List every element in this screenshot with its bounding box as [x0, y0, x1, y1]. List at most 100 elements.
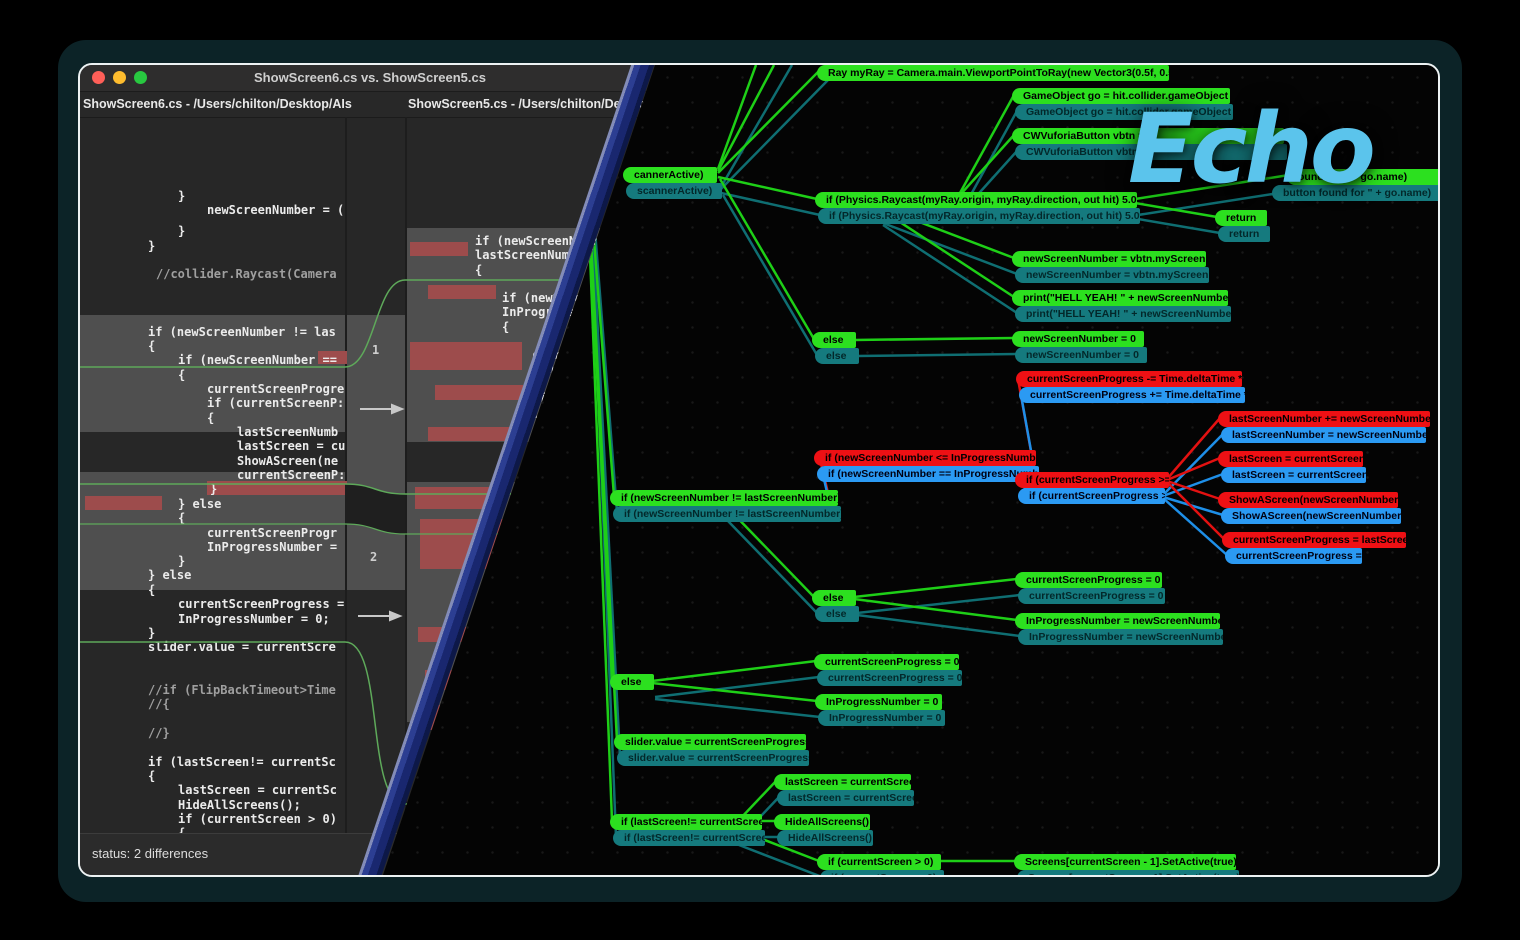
graph-node[interactable]: CWVuforiaButton vbtn =: [1012, 128, 1284, 144]
graph-node[interactable]: lastScreen = currentScreen: [1218, 451, 1363, 467]
graph-edge: [1137, 217, 1221, 235]
graph-node[interactable]: print("HELL YEAH! " + newScreenNumber): [1012, 290, 1228, 306]
graph-node[interactable]: ShowAScreen(newScreenNumber): [1221, 508, 1401, 524]
graph-node[interactable]: newScreenNumber = 0: [1015, 347, 1147, 363]
deletion-mark: [428, 427, 523, 441]
graph-node[interactable]: lastScreenNumber += newScreenNumber: [1218, 411, 1430, 427]
graph-node[interactable]: else: [812, 590, 856, 606]
graph-node[interactable]: InProgressNumber = newScreenNumber: [1015, 613, 1220, 629]
graph-node[interactable]: if (newScreenNumber == InProgressNumber): [817, 466, 1039, 482]
diff-number-badge[interactable]: 1: [372, 343, 380, 357]
echo-logo: Echo: [1128, 93, 1376, 205]
graph-node[interactable]: currentScreenProgress = 0: [1015, 572, 1162, 588]
graph-node[interactable]: else: [610, 674, 654, 690]
graph-edge: [856, 593, 1021, 615]
graph-node[interactable]: currentScreenProgress = 0: [814, 654, 959, 670]
graph-edge: [654, 697, 821, 719]
graph-node[interactable]: Screens[currentScreen - 1].SetActive(tru…: [1017, 870, 1239, 875]
graph-node[interactable]: HideAllScreens(): [774, 814, 870, 830]
code-line: }: [178, 224, 186, 238]
graph-node[interactable]: lastScreen = currentScreen: [777, 790, 914, 806]
graph-node[interactable]: currentScreenProgress = 0: [817, 670, 962, 686]
graph-node[interactable]: ound for " + go.name): [1287, 169, 1438, 185]
graph-node[interactable]: lastScreenNumber = newScreenNumber: [1221, 427, 1426, 443]
graph-node[interactable]: return: [1215, 210, 1267, 226]
graph-node[interactable]: newScreenNumber = vbtn.myScreen: [1015, 267, 1209, 283]
graph-node[interactable]: currentScreenProgress = 0: [1018, 588, 1165, 604]
code-line: if (lastScreen!= currentSc: [148, 755, 336, 769]
graph-node[interactable]: CWVuforiaButton vbtn =: [1015, 144, 1287, 160]
graph-edge: [720, 78, 830, 190]
graph-node[interactable]: if (currentScreen > 0): [817, 854, 941, 870]
graph-node[interactable]: ShowAScreen(newScreenNumber): [1218, 492, 1398, 508]
graph-node[interactable]: if (lastScreen!= currentScreen): [613, 830, 765, 846]
graph-node[interactable]: currentScreenProgress = 0: [1225, 548, 1362, 564]
graph-node[interactable]: cannerActive): [623, 167, 717, 183]
diff-number-badge[interactable]: 2: [370, 550, 378, 564]
graph-edge: [856, 613, 1021, 638]
graph-node[interactable]: currentScreenProgress += Time.deltaTime …: [1019, 387, 1245, 403]
graph-node[interactable]: else: [815, 606, 859, 622]
graph-node[interactable]: newScreenNumber = 0: [1012, 331, 1144, 347]
graph-node[interactable]: if (newScreenNumber != lastScreenNumber): [613, 506, 841, 522]
graph-edge: [716, 65, 776, 172]
code-line: {: [148, 583, 156, 597]
graph-node[interactable]: if (currentScreenProgress > 1): [1018, 488, 1165, 504]
graph-node[interactable]: newScreenNumber = vbtn.myScreen: [1012, 251, 1206, 267]
graph-node[interactable]: if (Physics.Raycast(myRay.origin, myRay.…: [818, 208, 1140, 224]
left-changed-block: [80, 315, 345, 432]
graph-node[interactable]: GameObject go = hit.collider.gameObject: [1015, 104, 1233, 120]
graph-node[interactable]: if (currentScreenProgress >= 1): [1015, 472, 1169, 488]
graph-edge: [721, 194, 819, 356]
zoom-button[interactable]: [134, 71, 147, 84]
pane-divider[interactable]: [345, 117, 347, 833]
graph-node[interactable]: print("HELL YEAH! " + newScreenNumber): [1015, 306, 1231, 322]
graph-node[interactable]: if (lastScreen!= currentScreen): [610, 814, 762, 830]
graph-edge: [856, 352, 1018, 358]
graph-node[interactable]: slider.value = currentScreenProgress: [614, 734, 806, 750]
code-line: }: [178, 189, 186, 203]
graph-edge: [719, 65, 794, 188]
code-line: lastScreen = cu: [237, 439, 346, 453]
graph-node[interactable]: currentScreenProgress = lastScreen: [1222, 532, 1406, 548]
graph-node[interactable]: if (currentScreen > 0): [820, 870, 944, 875]
deletion-mark: [435, 385, 523, 400]
deletion-mark: [410, 342, 522, 370]
code-line: {: [207, 411, 215, 425]
graph-node[interactable]: slider.value = currentScreenProgress: [617, 750, 809, 766]
minimize-button[interactable]: [113, 71, 126, 84]
gutter-changed-block: [345, 315, 405, 590]
graph-node[interactable]: if (newScreenNumber != lastScreenNumber): [610, 490, 838, 506]
code-line: lastScreenNumb: [237, 425, 339, 439]
graph-node[interactable]: Ray myRay = Camera.main.ViewportPointToR…: [817, 65, 1169, 81]
graph-node[interactable]: if (Physics.Raycast(myRay.origin, myRay.…: [815, 192, 1137, 208]
graph-edge: [1137, 189, 1293, 217]
graph-node[interactable]: scannerActive): [626, 183, 722, 199]
graph-node[interactable]: InProgressNumber = newScreenNumber: [1018, 629, 1223, 645]
close-button[interactable]: [92, 71, 105, 84]
code-line: InProgressNumber =: [207, 540, 338, 554]
graph-node[interactable]: else: [815, 348, 859, 364]
graph-node[interactable]: else: [812, 332, 856, 348]
graph-node[interactable]: lastScreen = currentScreen: [774, 774, 911, 790]
graph-node[interactable]: if (newScreenNumber <= InProgressNumber): [814, 450, 1036, 466]
graph-node[interactable]: currentScreenProgress -= Time.deltaTime …: [1016, 371, 1242, 387]
code-line: //if (FlipBackTimeout>Time: [148, 683, 336, 697]
code-line: }: [210, 482, 218, 496]
diff-ribbons: [80, 279, 640, 805]
graph-node[interactable]: button found for " + go.name): [1272, 185, 1438, 201]
graph-node[interactable]: HideAllScreens(): [777, 830, 873, 846]
graph-node[interactable]: Screens[currentScreen - 1].SetActive(tru…: [1014, 854, 1236, 870]
pane-divider[interactable]: [405, 117, 407, 833]
graph-node[interactable]: InProgressNumber = 0: [815, 694, 942, 710]
graph-node[interactable]: lastScreen = currentScreen: [1221, 467, 1366, 483]
graph-edge: [1166, 417, 1221, 480]
graph-node[interactable]: InProgressNumber = 0: [818, 710, 945, 726]
code-line: {: [148, 339, 156, 353]
code-line: slider.value = currentScre: [148, 640, 336, 654]
graph-edge: [1162, 497, 1228, 556]
graph-node[interactable]: return: [1218, 226, 1270, 242]
graph-node[interactable]: GameObject go = hit.collider.gameObject: [1012, 88, 1230, 104]
code-line: if (newScreenNumber != las: [148, 325, 336, 339]
